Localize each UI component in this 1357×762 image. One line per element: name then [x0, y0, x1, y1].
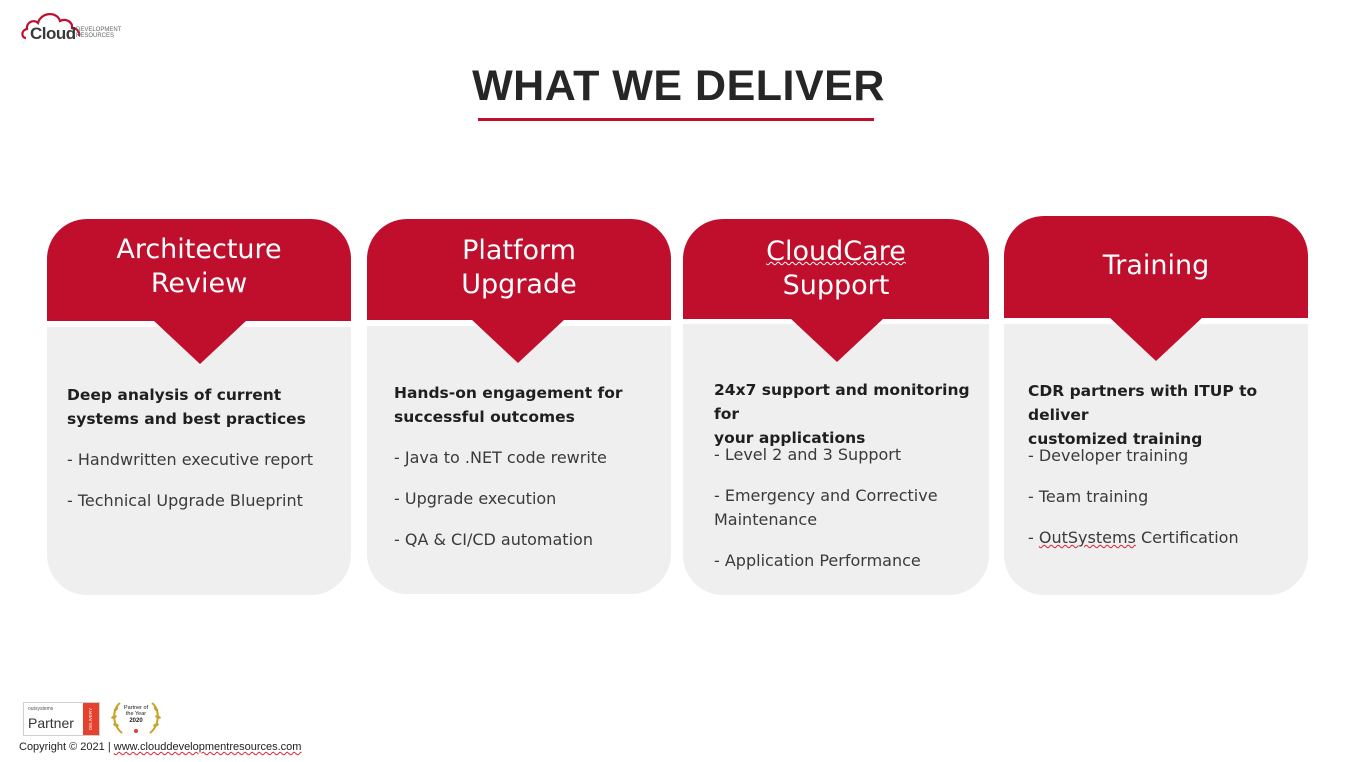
laurel-wreath-icon [111, 702, 161, 734]
list-item: - Java to .NET code rewrite [394, 448, 607, 467]
award-label: Partner of the Year [123, 705, 149, 717]
card-title: Platform Upgrade [461, 235, 577, 300]
card-header [683, 219, 989, 319]
card-header-pointer [471, 319, 565, 363]
website-link[interactable]: www.clouddevelopmentresources.com [113, 741, 302, 753]
card-lead: 24x7 support and monitoring for your app… [714, 381, 970, 447]
list-item: - Level 2 and 3 Support [714, 445, 902, 464]
card-header-pointer [153, 320, 247, 364]
partner-strip-label: DELIVERY [88, 708, 93, 730]
logo-subtitle: DEVELOPMENT RESOURCES [76, 27, 122, 39]
partner-delivery-strip: DELIVERY [83, 703, 99, 735]
card-header-pointer [790, 318, 884, 362]
card-body [47, 327, 351, 595]
list-item: - QA & CI/CD automation [394, 530, 593, 549]
company-logo[interactable]: Cloud DEVELOPMENT RESOURCES [20, 8, 140, 44]
card-body [367, 326, 671, 594]
copyright-text: Copyright © 2021 [19, 741, 105, 753]
card-title: Training [1102, 250, 1210, 281]
list-item: - Technical Upgrade Blueprint [67, 491, 303, 510]
partner-brand: outsystems [28, 706, 54, 712]
list-item: - Upgrade execution [394, 489, 557, 508]
list-item: - Handwritten executive report [67, 450, 314, 469]
card-title: CloudCare Support [766, 236, 906, 301]
partner-label: Partner [28, 715, 74, 731]
card-body [683, 324, 989, 595]
list-item: - Developer training [1028, 446, 1189, 465]
card-lead: Deep analysis of current systems and bes… [67, 386, 306, 428]
list-item: - Emergency and Corrective Maintenance [714, 486, 938, 529]
cloud-icon [21, 13, 81, 40]
logo-text: Cloud [30, 24, 76, 43]
title-underline [478, 118, 874, 121]
award-year: 2020 [129, 718, 143, 724]
list-item: - OutSystems Certification [1028, 528, 1239, 547]
card-header [47, 219, 351, 321]
card-title: Architecture Review [116, 234, 282, 299]
card-platform-upgrade: Platform Upgrade Hands-on engagement for… [367, 219, 671, 594]
list-item: - Application Performance [714, 551, 921, 570]
copyright-line: Copyright © 2021 | www.clouddevelopmentr… [19, 741, 301, 753]
card-header-pointer [1109, 317, 1203, 361]
card-body [1004, 324, 1308, 595]
card-training: Training CDR partners with ITUP to deliv… [1004, 216, 1308, 595]
page-title: WHAT WE DELIVER [472, 62, 885, 110]
card-header [1004, 216, 1308, 318]
card-architecture-review: Architecture Review Deep analysis of cur… [47, 219, 351, 595]
card-header [367, 219, 671, 320]
partner-of-the-year-award: Partner of the Year 2020 [106, 697, 166, 739]
copyright-separator: | [104, 741, 114, 753]
list-item: - Team training [1028, 487, 1149, 506]
card-lead: CDR partners with ITUP to deliver custom… [1028, 382, 1258, 448]
card-cloudcare-support: CloudCare Support 24x7 support and monit… [683, 219, 989, 595]
card-lead: Hands-on engagement for successful outco… [394, 384, 623, 426]
outsystems-partner-badge: outsystems Partner DELIVERY [23, 702, 100, 736]
